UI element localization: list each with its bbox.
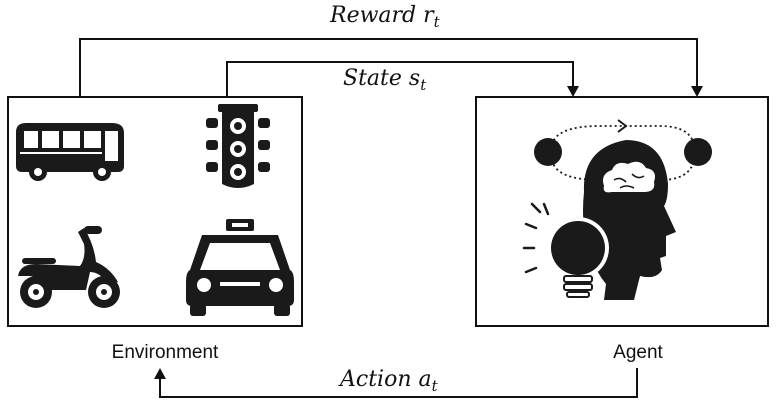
- reward-arrowhead: [691, 86, 703, 97]
- scooter-icon: [18, 226, 120, 308]
- reward-symbol: r: [423, 3, 435, 28]
- state-symbol: s: [409, 66, 420, 91]
- environment-label: Environment: [112, 342, 219, 363]
- action-symbol: a: [419, 367, 432, 392]
- state-name: State: [343, 66, 402, 91]
- action-subscript: t: [432, 377, 439, 395]
- action-name: Action: [338, 367, 412, 392]
- agent-label: Agent: [613, 342, 663, 363]
- state-arrowhead: [567, 86, 579, 97]
- taxi-icon: [186, 219, 294, 316]
- reward-subscript: t: [434, 13, 441, 31]
- action-arrow: [159, 368, 638, 398]
- traffic-light-icon: [206, 104, 270, 188]
- reward-name: Reward: [329, 3, 416, 28]
- action-arrowhead: [154, 368, 166, 379]
- state-subscript: t: [420, 76, 427, 94]
- reward-arrow: [79, 38, 698, 97]
- lightbulb-icon: [522, 202, 609, 298]
- bus-icon: [16, 123, 124, 181]
- state-arrow: [226, 61, 574, 106]
